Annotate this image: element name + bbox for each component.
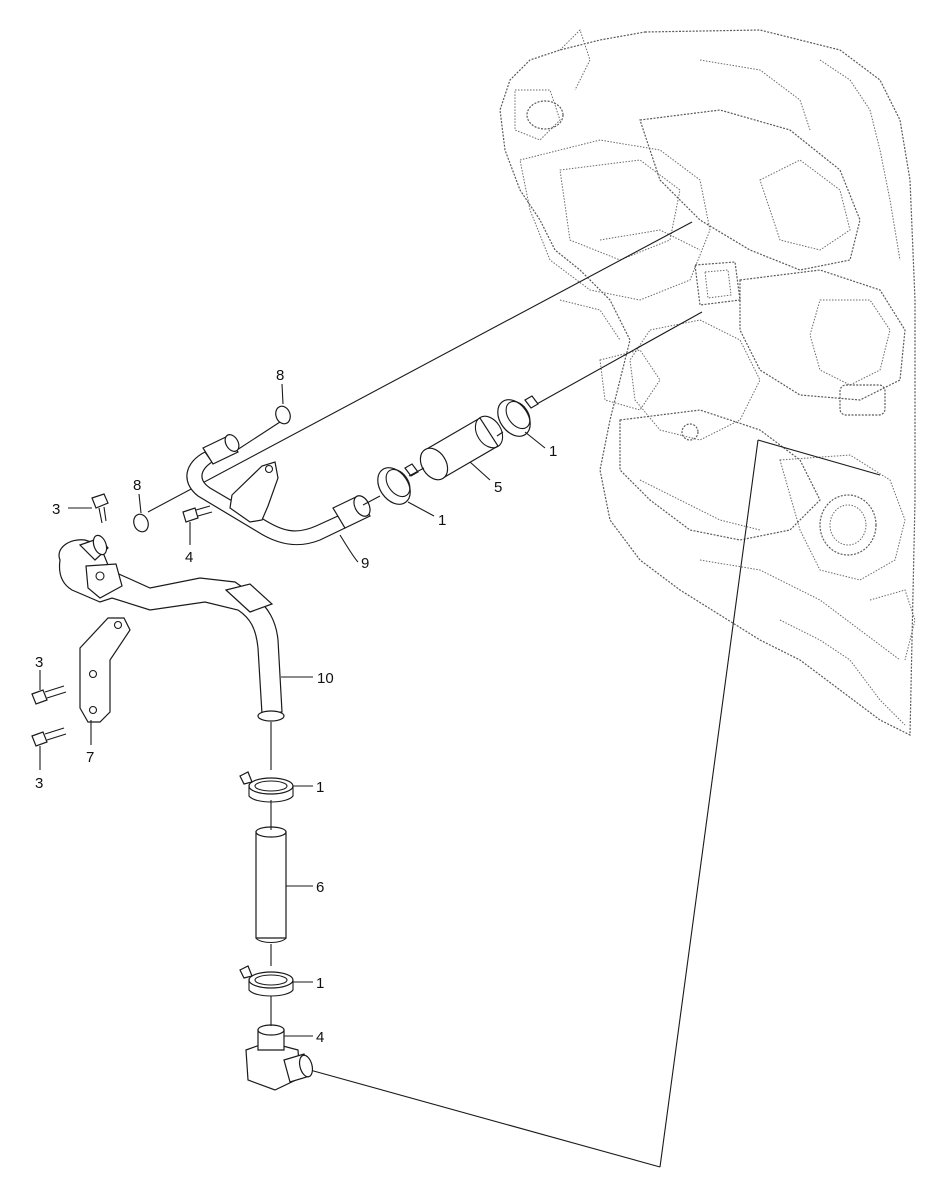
callout-3-bracket-lower: 3 — [35, 775, 43, 792]
o-ring-upper — [275, 405, 291, 425]
hose-clamp-lower-1 — [239, 771, 294, 803]
o-ring-lower — [133, 513, 149, 533]
callout-8-lower: 8 — [133, 477, 141, 494]
callout-6: 6 — [316, 879, 324, 896]
callout-3-bracket-upper: 3 — [35, 654, 43, 671]
hose-clamp-upper-mid — [377, 463, 419, 505]
callout-4-upper: 4 — [185, 549, 193, 566]
callout-10: 10 — [317, 670, 334, 687]
bolt-bracket-lower — [31, 727, 67, 747]
callout-1-upper-mid: 1 — [438, 512, 446, 529]
bolt-bracket-upper — [31, 685, 67, 705]
hose-part-5 — [419, 415, 504, 481]
engine-block-illustration — [499, 29, 916, 736]
callout-1-lower-1: 1 — [316, 779, 324, 796]
callout-5: 5 — [494, 479, 502, 496]
bracket-part-7 — [79, 617, 131, 723]
assembly-lines — [270, 431, 504, 1026]
hose-clamp-lower-2 — [239, 965, 294, 997]
callout-7: 7 — [86, 749, 94, 766]
bracket-hole-1 — [113, 620, 123, 630]
callout-leaders — [39, 383, 546, 1037]
hose-part-6 — [255, 826, 287, 944]
pipe-part-9 — [186, 434, 371, 546]
callout-3-upper: 3 — [52, 501, 60, 518]
bracket-hole-3 — [88, 705, 98, 715]
bolt-part-4-upper — [182, 505, 213, 523]
hose-clamp-upper-right — [497, 395, 539, 437]
bolt-upper-left — [91, 493, 109, 524]
callout-1-lower-2: 1 — [316, 975, 324, 992]
connection-lines — [147, 221, 881, 1168]
callout-4-lower: 4 — [316, 1029, 324, 1046]
callout-8-upper: 8 — [276, 367, 284, 384]
pipe-part-10 — [58, 534, 285, 722]
callout-1-upper-right: 1 — [549, 443, 557, 460]
callout-9: 9 — [361, 555, 369, 572]
bracket-hole-2 — [88, 669, 98, 679]
elbow-fitting-part-4 — [245, 1024, 314, 1091]
callout-labels: 8 8 3 4 9 1 5 1 10 3 7 3 1 6 1 4 — [35, 367, 557, 1046]
